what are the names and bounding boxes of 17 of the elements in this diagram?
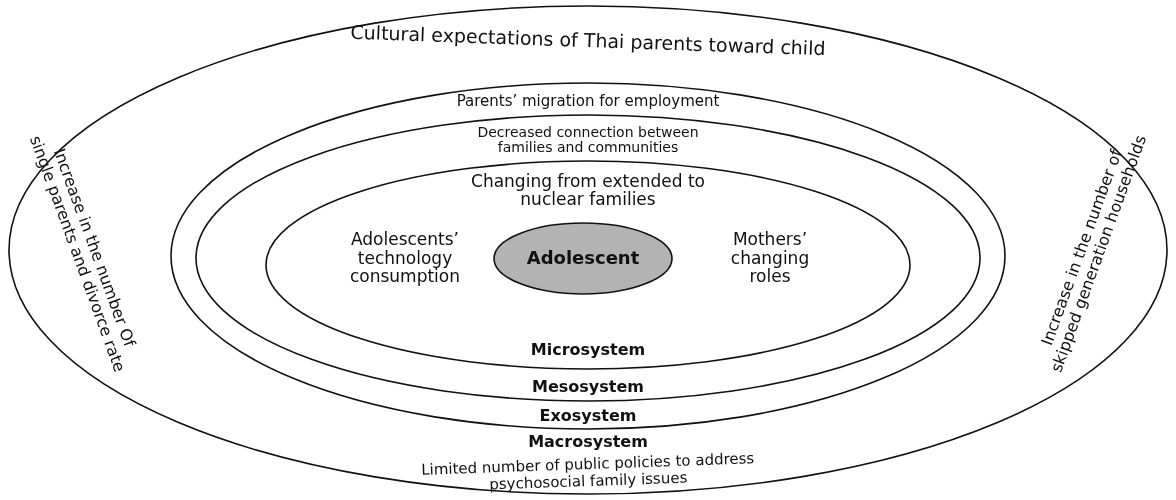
ring-text: Exosystem: [538, 407, 638, 425]
ring-text: Mothers’ changing roles: [729, 230, 811, 287]
exosystem-ellipse: [170, 82, 1006, 430]
ring-text: Microsystem: [529, 341, 647, 359]
center-ellipse: [493, 222, 673, 295]
microsystem-ellipse: [265, 160, 911, 370]
ring-text: Mesosystem: [531, 378, 645, 396]
center-label: Adolescent: [525, 248, 641, 268]
ring-text: Changing from extended to nuclear families: [470, 171, 706, 209]
ring-text: Decreased connection between families and communities: [476, 124, 700, 156]
ring-text: Macrosystem: [527, 433, 649, 451]
ring-text: Limited number of public policies to address psychosocial family issues: [419, 449, 756, 495]
mesosystem-ellipse: [195, 114, 981, 402]
ring-text: Parents’ migration for employment: [455, 92, 721, 109]
ring-text: Adolescents’ technology consumption: [348, 230, 462, 287]
macrosystem-ellipse: [8, 5, 1168, 495]
ring-text: Cultural expectations of Thai parents toward child: [349, 19, 827, 61]
